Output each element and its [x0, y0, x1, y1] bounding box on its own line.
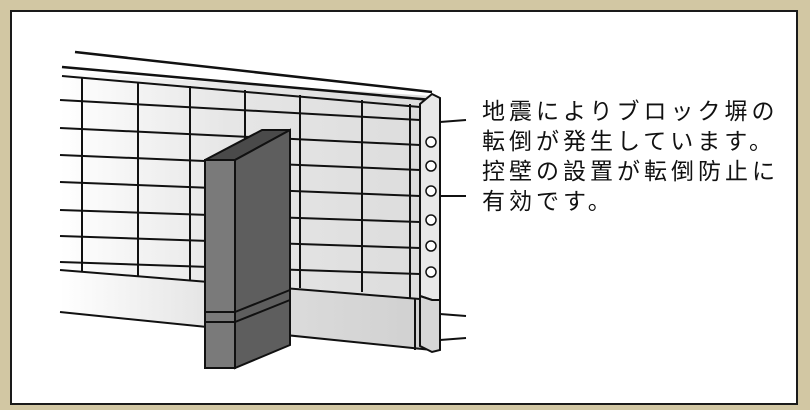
leader-lines: [439, 119, 467, 341]
explanation-caption: 地震によりブロック塀の 転倒が発生しています。 控壁の設置が転倒防止に 有効です…: [482, 97, 802, 217]
buttress: [204, 128, 291, 370]
caption-line: 有効です。: [482, 189, 615, 215]
rebar-circle: [425, 266, 437, 278]
rebar-circle: [425, 185, 437, 197]
buttress-joint: [234, 299, 291, 323]
end-column-base: [419, 294, 441, 354]
buttress-joint: [234, 289, 291, 313]
buttress-side: [234, 128, 291, 370]
course-line: [59, 127, 421, 146]
leader-line: [439, 337, 467, 341]
wall-top-line-1: [74, 50, 433, 94]
rebar-circle: [425, 160, 437, 172]
rebar-circle: [425, 240, 437, 252]
wall-end-column: [419, 92, 441, 354]
rebar-circle: [425, 214, 437, 226]
leader-line: [439, 313, 467, 317]
buttress-front: [204, 159, 236, 369]
caption-line: 控壁の設置が転倒防止に: [482, 159, 779, 185]
wall-top-line-2: [61, 65, 433, 102]
caption-line: 地震によりブロック塀の: [482, 99, 779, 125]
caption-line: 転倒が発生しています。: [482, 129, 777, 155]
course-line: [59, 99, 421, 121]
rebar-circle: [425, 136, 437, 148]
leader-line: [439, 119, 467, 123]
wall-top-line-3: [61, 75, 421, 108]
